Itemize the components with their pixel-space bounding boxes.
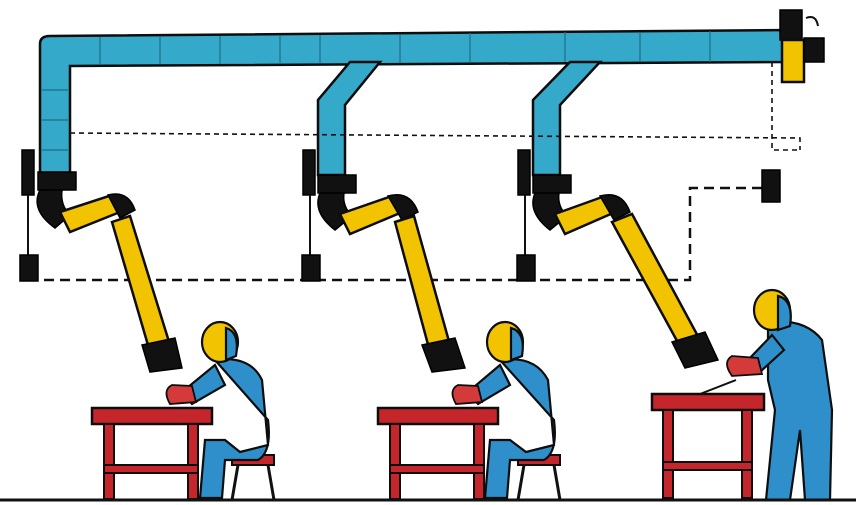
workbench-3	[652, 380, 764, 498]
wall-switch-1	[20, 255, 38, 281]
hands-2	[452, 385, 482, 404]
main-duct	[40, 30, 790, 175]
extraction-arm-2	[302, 150, 465, 372]
fan-unit	[780, 10, 824, 82]
hands-3	[727, 356, 762, 376]
wall-switch-3	[517, 255, 535, 281]
branch-duct-3	[533, 62, 600, 175]
extraction-arm-3	[517, 150, 718, 368]
extraction-hood-2	[422, 338, 465, 372]
extraction-hood-1	[142, 338, 182, 372]
wall-switch-2	[302, 255, 320, 281]
control-box	[762, 170, 780, 202]
hands-1	[166, 385, 196, 404]
workbench-2	[378, 408, 498, 499]
extraction-arm-1	[20, 150, 182, 372]
workbench-1	[92, 408, 212, 499]
branch-duct-2	[318, 62, 380, 175]
